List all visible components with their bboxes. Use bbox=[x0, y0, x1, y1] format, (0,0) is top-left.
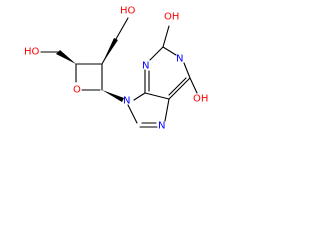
bond-n1-c6 bbox=[183, 62, 191, 79]
bond-c2-n1 bbox=[162, 46, 177, 56]
bond-c2-oh bbox=[162, 25, 170, 48]
bond-c6-oh bbox=[189, 77, 198, 94]
label-ring-oxygen: O bbox=[73, 85, 81, 96]
label-ho-upper: HO bbox=[120, 6, 136, 17]
bond-c6-c5-b bbox=[168, 77, 187, 96]
bond-c5-c4 bbox=[144, 92, 170, 100]
wedge-c1-n9 bbox=[102, 90, 124, 102]
bond-c4-n9 bbox=[133, 92, 146, 101]
label-n3: N bbox=[142, 61, 149, 72]
label-n7: N bbox=[158, 121, 165, 132]
bond-ch2-oh-upper bbox=[115, 17, 129, 40]
chemical-structure: HO HO O N N N N OH OH bbox=[24, 6, 208, 132]
wedge-c3-ch2-upper bbox=[102, 38, 118, 64]
bond-n7-c5 bbox=[164, 98, 170, 122]
label-oh-c6: OH bbox=[193, 94, 208, 105]
bond-c6-c5-a bbox=[168, 77, 191, 100]
label-n1: N bbox=[176, 54, 183, 65]
label-oh-c2: OH bbox=[164, 12, 179, 23]
bond-n3-c2 bbox=[149, 46, 164, 61]
label-n9: N bbox=[123, 96, 130, 107]
bond-n9-c8 bbox=[127, 104, 138, 124]
label-ho-left: HO bbox=[24, 47, 40, 58]
wedge-c2-ch2-left bbox=[56, 50, 76, 64]
